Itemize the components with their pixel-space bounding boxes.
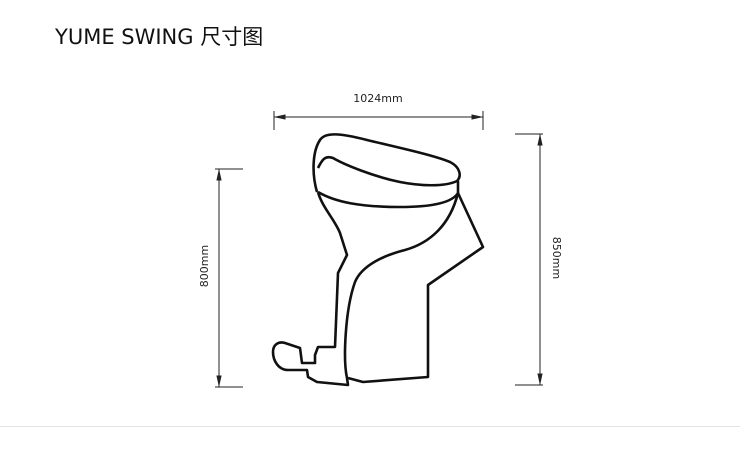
seat-height-label: 800mm	[198, 245, 211, 287]
divider	[0, 426, 740, 427]
total-height-dimension	[515, 133, 543, 386]
seat-height-dimension	[215, 168, 243, 388]
width-dimension	[273, 111, 484, 130]
chair-back-base	[347, 192, 485, 384]
chair-bowl	[317, 181, 460, 209]
total-height-label: 850mm	[550, 237, 563, 279]
chair-body-front	[271, 191, 460, 387]
page-title: YUME SWING 尺寸图	[55, 25, 264, 49]
width-label: 1024mm	[353, 92, 402, 105]
chair-rim-outer	[312, 133, 461, 193]
chair-outline	[271, 133, 485, 387]
